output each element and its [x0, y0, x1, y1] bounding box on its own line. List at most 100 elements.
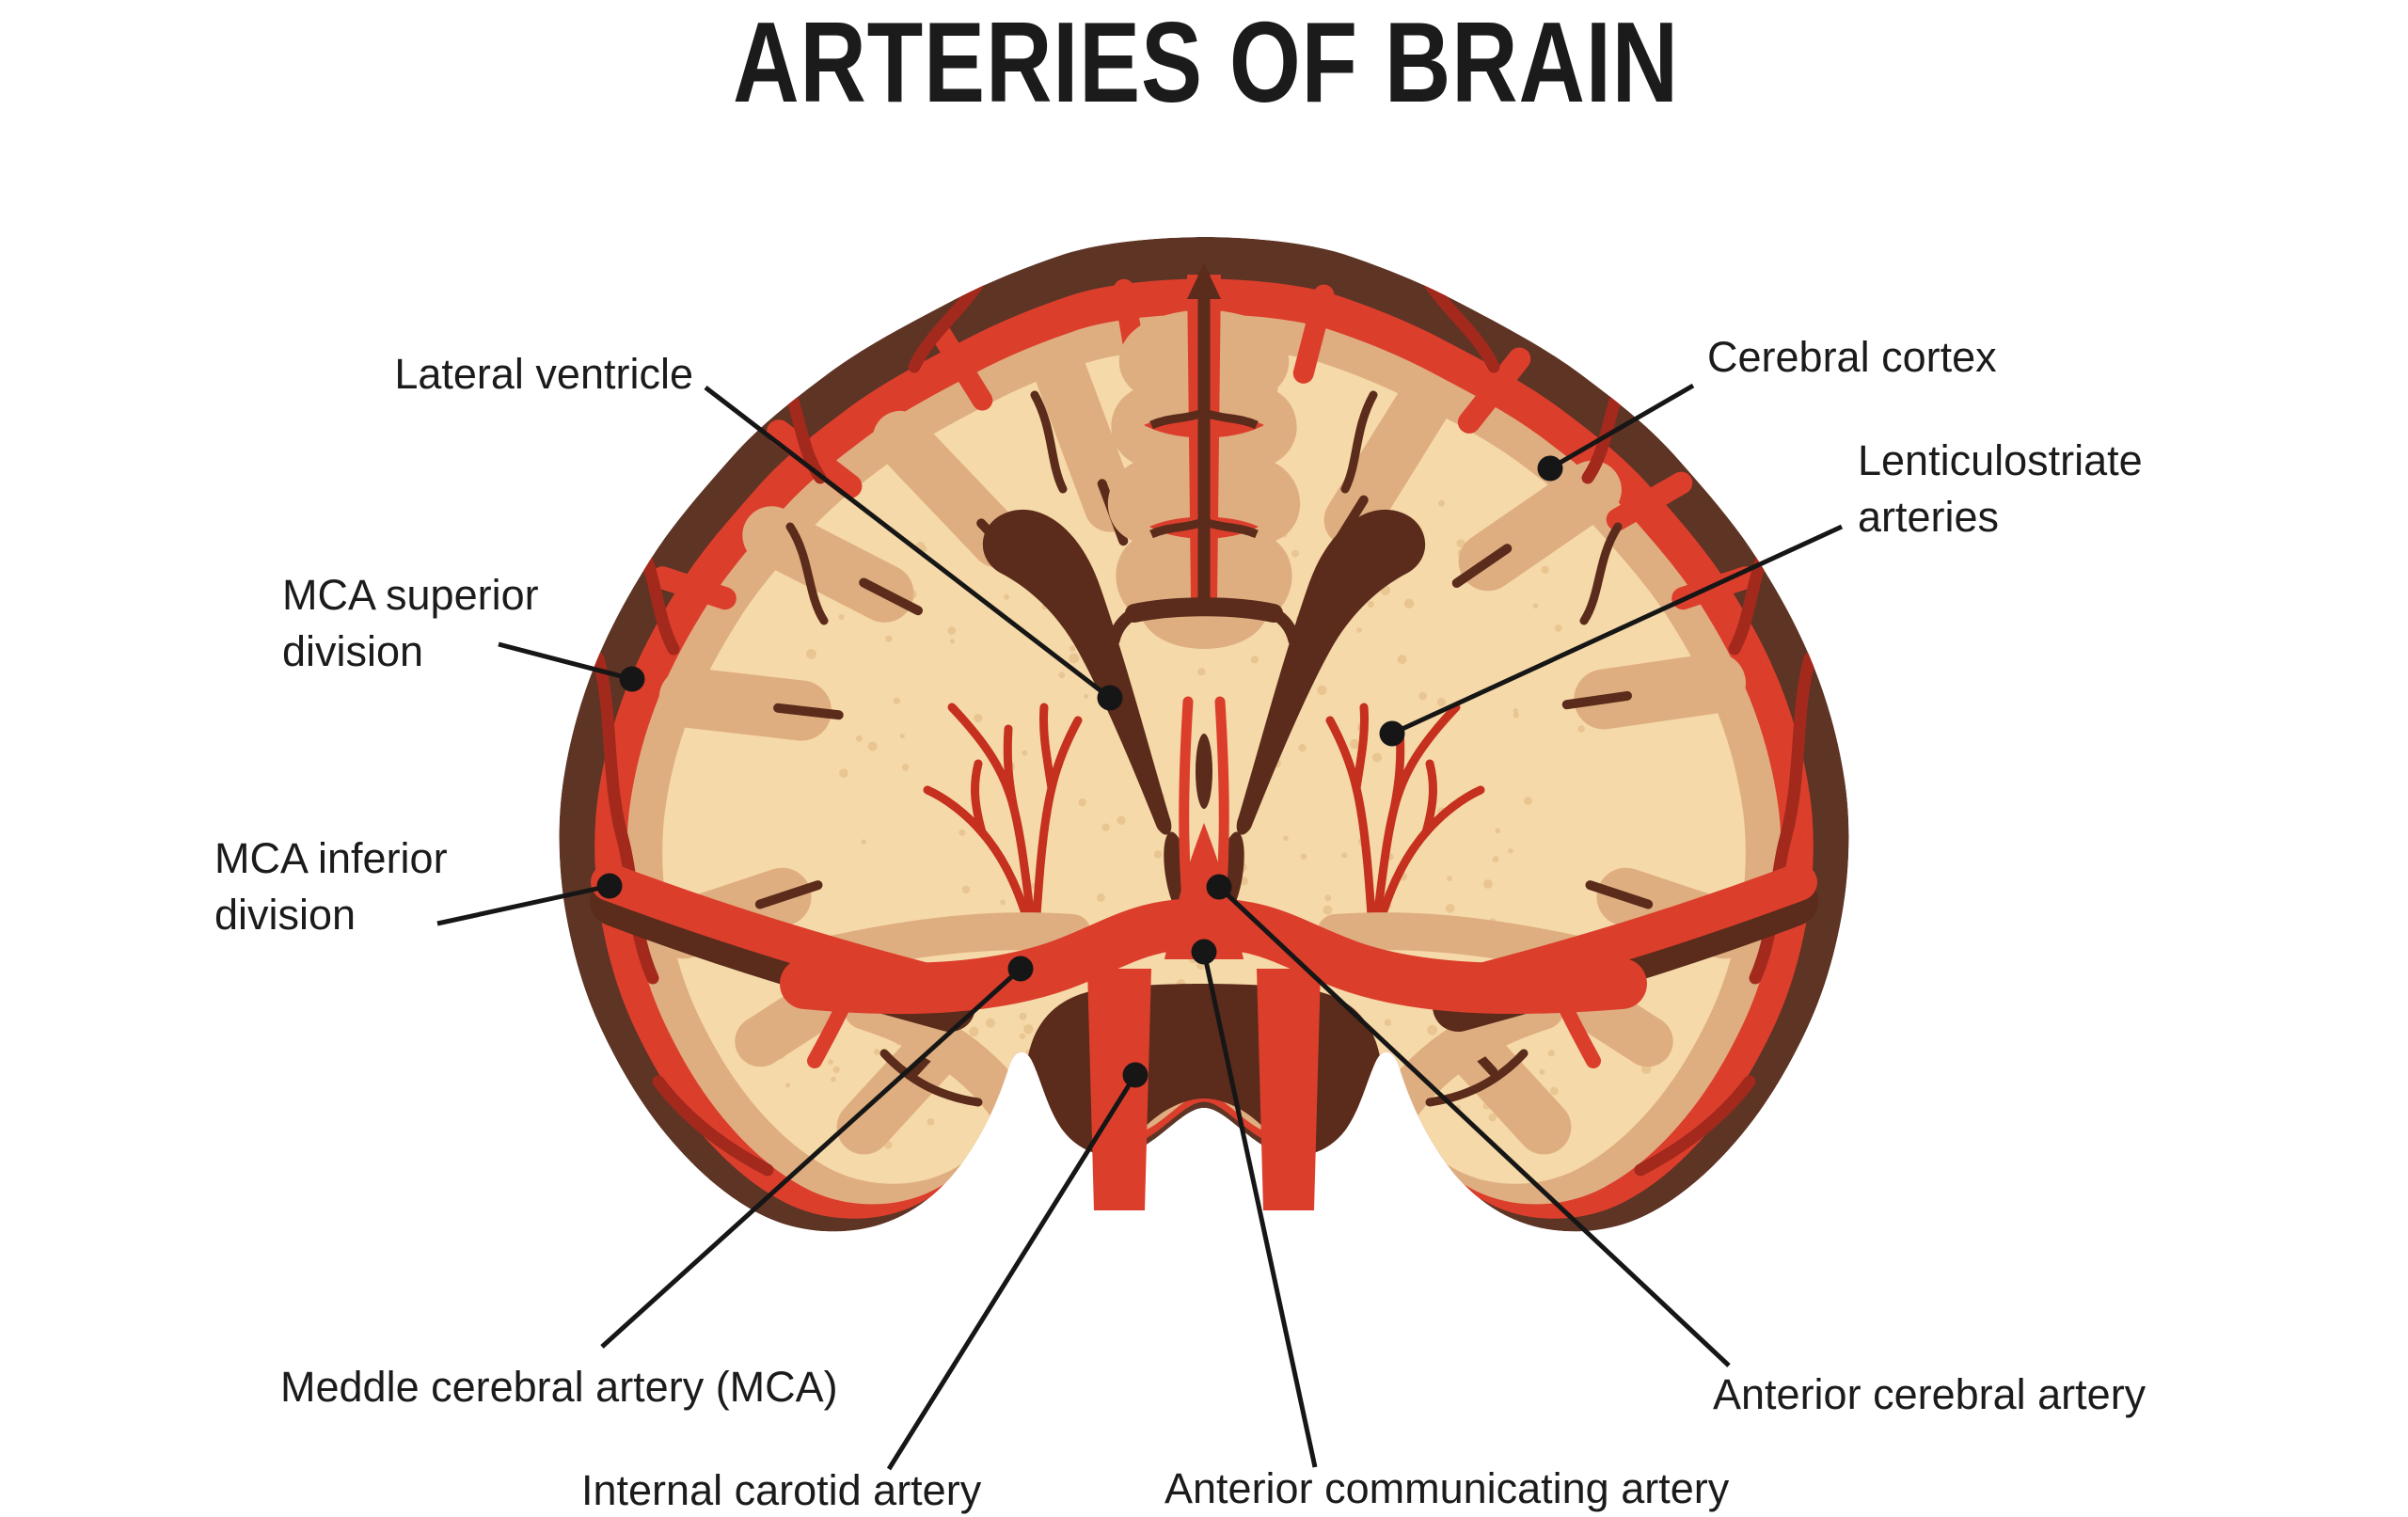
tissue-speckle: [784, 1082, 791, 1088]
tissue-speckle: [1513, 712, 1519, 719]
rim-vessel: [652, 1075, 774, 1177]
tissue-speckle: [828, 1059, 833, 1065]
lenticulostriate-left: [1003, 724, 1019, 814]
sulcus: [785, 522, 829, 625]
tissue-speckle: [1447, 876, 1452, 881]
marker-dot: [1191, 939, 1217, 965]
tissue-speckle: [1438, 499, 1445, 507]
tissue-speckle: [838, 614, 845, 621]
posterior-branch-left: [807, 988, 856, 1068]
label-text: Cerebral cortex: [1707, 333, 1997, 381]
tissue-speckle: [1298, 744, 1307, 752]
sulcus-line: [859, 577, 923, 616]
tissue-speckle: [1069, 645, 1076, 652]
tissue-speckle: [1030, 883, 1036, 889]
tissue-speckle: [1523, 797, 1532, 806]
right-internal-carotid: [1257, 969, 1321, 1210]
sulcus: [1030, 390, 1068, 494]
tissue-speckle: [947, 626, 957, 635]
label-text: Lateral ventricle: [394, 350, 693, 398]
tissue-speckle: [1300, 853, 1307, 861]
sulcal-artery: [1457, 347, 1531, 434]
lenticulostriate-left: [971, 759, 987, 837]
tissue-speckle: [974, 714, 983, 723]
tissue-speckle: [1445, 904, 1455, 913]
tissue-speckle: [1250, 656, 1259, 664]
tissue-speckle: [1356, 627, 1362, 633]
marker-dot: [1206, 874, 1232, 900]
marker-dot: [1537, 455, 1563, 482]
marker-dot: [1379, 720, 1405, 747]
page-title: ARTERIES OF BRAIN: [733, 0, 1679, 127]
tissue-speckle: [1096, 893, 1105, 902]
lenticulostriate-right: [1325, 716, 1378, 950]
tissue-speckle: [985, 1018, 995, 1028]
sulcus-line: [1451, 544, 1513, 588]
basal-arteries: [590, 696, 1818, 1210]
leader-line: [498, 641, 633, 682]
lenticulostriate-fans: [923, 703, 1485, 950]
sulcus-line: [773, 703, 844, 720]
sulci-forks: [785, 390, 1623, 1107]
tissue-speckle: [1069, 653, 1080, 664]
label-text: Meddle cerebral artery (MCA): [280, 1363, 838, 1411]
tissue-speckle: [1532, 603, 1539, 608]
tissue-speckle: [1456, 539, 1465, 548]
tissue-speckle: [1291, 549, 1299, 558]
tissue-speckle: [1397, 655, 1407, 665]
rim-vessel: [1634, 1075, 1756, 1177]
tissue-speckle: [1000, 899, 1006, 906]
marker-dot: [1122, 1062, 1149, 1088]
tissue-speckle: [1483, 879, 1493, 889]
lenticulostriate-left: [1030, 716, 1083, 950]
sulcal-artery: [1292, 284, 1335, 384]
leader-line: [886, 1073, 1138, 1471]
label-anterior-cerebral-artery: Anterior cerebral artery: [1206, 874, 2147, 1418]
tissue-speckle: [1323, 905, 1333, 915]
label-mca-inferior-division: MCA inferior division: [214, 834, 623, 939]
tissue-speckle: [1349, 738, 1360, 750]
label-text: Internal carotid artery: [581, 1466, 982, 1514]
tissue-speckle: [1022, 750, 1028, 756]
tissue-speckle: [1550, 1086, 1559, 1096]
label-lateral-ventricle: Lateral ventricle: [394, 350, 1123, 711]
tissue-speckle: [901, 764, 910, 771]
leader-line: [704, 386, 1112, 700]
label-middle-cerebral-artery: Meddle cerebral artery (MCA): [280, 956, 1034, 1411]
leader-line: [1217, 885, 1731, 1367]
tissue-speckle: [1403, 598, 1415, 608]
tissue-speckle: [806, 649, 816, 659]
label-text: MCA inferior: [214, 834, 448, 882]
tissue-speckle: [1019, 1012, 1027, 1020]
tissue-speckle: [1197, 668, 1206, 676]
tissue-speckle: [1495, 828, 1501, 834]
sulcus-line: [1585, 880, 1654, 909]
tissue-speckle: [839, 768, 848, 778]
tissue-speckle: [1117, 815, 1126, 826]
tissue-speckle: [1427, 1024, 1438, 1035]
tissue-speckle: [958, 829, 966, 836]
tissue-speckle: [1541, 565, 1549, 574]
tissue-speckle: [1019, 1033, 1025, 1039]
left-lateral-ventricle: [982, 509, 1172, 835]
tissue-speckle: [861, 839, 866, 845]
label-anterior-communicating-artery: Anterior communicating artery: [1164, 939, 1730, 1512]
label-cerebral-cortex: Cerebral cortex: [1537, 333, 1997, 482]
tissue-speckle: [1317, 685, 1327, 696]
tissue-speckle: [1418, 691, 1427, 701]
tissue-speckle: [961, 885, 971, 894]
tissue-speckle: [1554, 624, 1562, 632]
tissue-speckle: [1384, 1019, 1392, 1026]
tissue-speckle: [1513, 708, 1518, 714]
tissue-speckle: [1101, 823, 1110, 831]
lenticulostriate-left: [923, 785, 1039, 950]
lenticulostriate-right: [1352, 703, 1370, 793]
posterior-branch-right: [1552, 988, 1601, 1068]
sulcal-artery: [931, 324, 993, 411]
midbrain: [1026, 984, 1382, 1157]
label-text: arteries: [1858, 493, 1999, 541]
tissue-speckle: [969, 1026, 979, 1037]
tissue-speckle: [1367, 601, 1374, 608]
